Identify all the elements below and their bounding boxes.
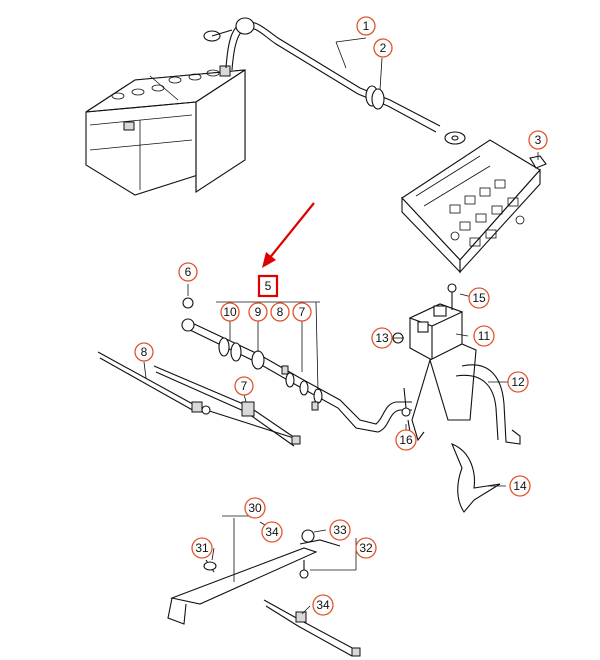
callout-11[interactable]: 11 [473,325,495,347]
callout-13[interactable]: 13 [371,327,393,349]
callout-8-top-label: 8 [277,305,284,319]
callout-33[interactable]: 33 [329,519,351,541]
callout-10-label: 10 [223,305,237,319]
callout-8-top[interactable]: 8 [270,302,290,322]
battery [85,65,246,196]
callout-5-label: 5 [265,279,272,293]
callout-6[interactable]: 6 [178,262,198,282]
callout-9-label: 9 [255,305,262,319]
callout-7-top[interactable]: 7 [292,302,312,322]
callout-1-label: 1 [363,19,370,33]
support-plate [450,443,501,513]
callout-34-top[interactable]: 34 [261,521,283,543]
callout-34-top-label: 34 [265,525,279,539]
callout-15-label: 15 [472,291,486,305]
callout-34-bottom[interactable]: 34 [312,594,334,616]
callout-8-label: 8 [141,345,148,359]
cable-tie-left [97,351,301,441]
callout-16-label: 16 [399,433,413,447]
callout-2[interactable]: 2 [373,38,393,58]
main-harness [181,297,412,433]
fuse-box [401,139,547,274]
callout-14[interactable]: 14 [509,475,531,497]
pointer-arrow [262,202,315,268]
callout-1[interactable]: 1 [356,16,376,36]
callout-16[interactable]: 16 [395,429,417,451]
callout-2-label: 2 [380,41,387,55]
callout-7[interactable]: 7 [234,376,254,396]
callout-34-bottom-label: 34 [316,598,330,612]
callout-30[interactable]: 30 [244,497,266,519]
callout-5-highlighted[interactable]: 5 [257,274,279,298]
callout-9[interactable]: 9 [248,302,268,322]
callout-30-label: 30 [248,501,262,515]
callout-33-label: 33 [333,523,347,537]
callout-15[interactable]: 15 [468,287,490,309]
callout-13-label: 13 [375,331,389,345]
callout-11-label: 11 [478,329,491,343]
callout-8[interactable]: 8 [134,342,154,362]
lower-bracket [167,529,361,657]
callout-14-label: 14 [513,479,527,493]
callout-12-label: 12 [511,375,525,389]
callout-31[interactable]: 31 [191,537,213,559]
callout-3-label: 3 [535,133,542,147]
callout-7-label: 7 [241,379,248,393]
callout-6-label: 6 [185,265,192,279]
callout-12[interactable]: 12 [507,371,529,393]
callout-10[interactable]: 10 [220,302,240,322]
callout-3[interactable]: 3 [528,130,548,150]
callout-31-label: 31 [195,541,209,555]
cable-tie-right [153,365,301,447]
relay-bracket [392,283,521,445]
battery-cable [203,17,466,145]
callout-32-label: 32 [359,541,373,555]
callout-7-top-label: 7 [299,305,306,319]
callout-32[interactable]: 32 [355,537,377,559]
